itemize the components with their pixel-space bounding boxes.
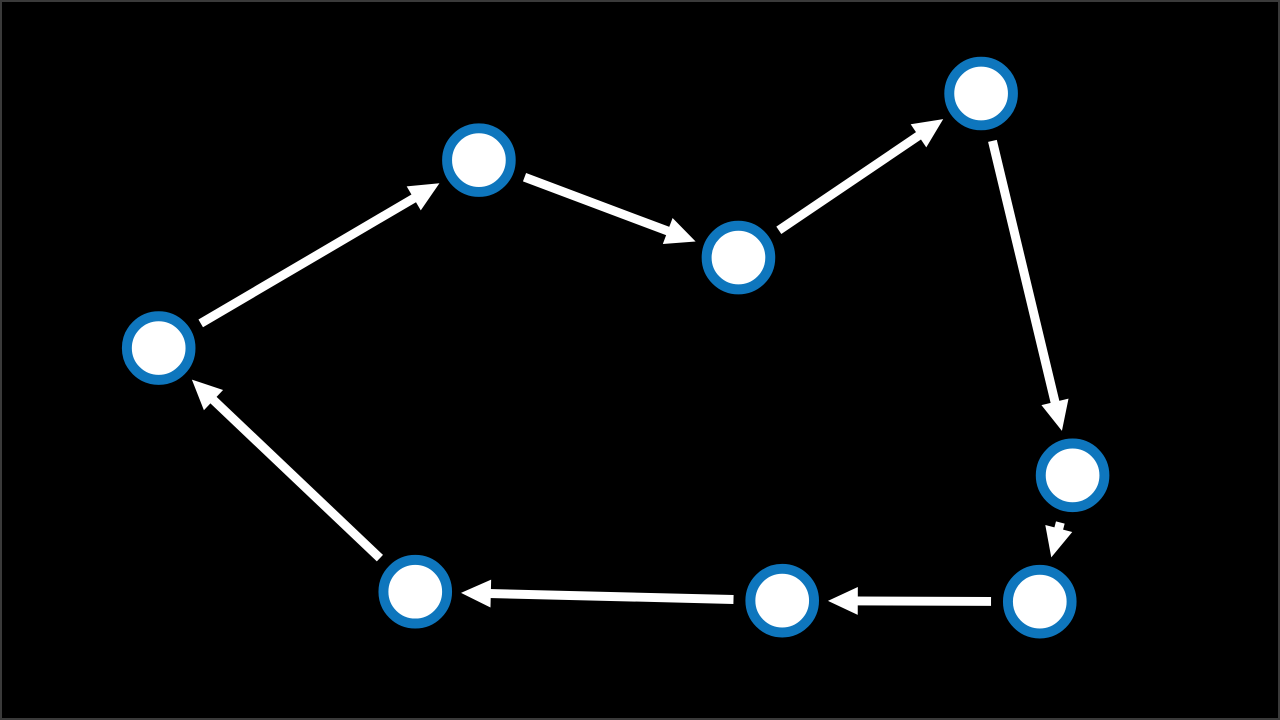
graph-node-n5 — [1035, 438, 1110, 513]
edge-n1-n2-shaft — [198, 193, 418, 328]
edge-n2-n3-shaft — [522, 173, 672, 236]
edge-n3-n4-arrowhead — [910, 119, 944, 148]
graph-node-n8 — [378, 554, 453, 629]
edge-n7-n8-arrowhead — [460, 579, 492, 608]
edge-n8-n1-shaft — [208, 395, 384, 562]
graph-node-n7 — [745, 563, 820, 638]
edge-n7-n8-shaft — [488, 589, 734, 604]
edge-n1-n2-arrowhead — [406, 183, 440, 211]
edge-n5-n6-arrowhead — [1045, 525, 1073, 558]
edge-n6-n7-shaft — [855, 596, 992, 606]
edge-n6-n7-arrowhead — [827, 587, 858, 615]
graph-node-n2 — [442, 123, 516, 197]
graph-node-n3 — [701, 220, 776, 295]
edge-n4-n5-arrowhead — [1041, 398, 1069, 431]
graph-node-n4 — [944, 56, 1018, 131]
edge-n8-n1-arrowhead — [191, 379, 224, 411]
edge-n3-n4-shaft — [776, 131, 923, 234]
graph-node-n1 — [121, 311, 196, 385]
edge-n2-n3-arrowhead — [662, 217, 696, 245]
edge-n4-n5-shaft — [988, 139, 1060, 405]
graph-node-n6 — [1002, 564, 1077, 639]
